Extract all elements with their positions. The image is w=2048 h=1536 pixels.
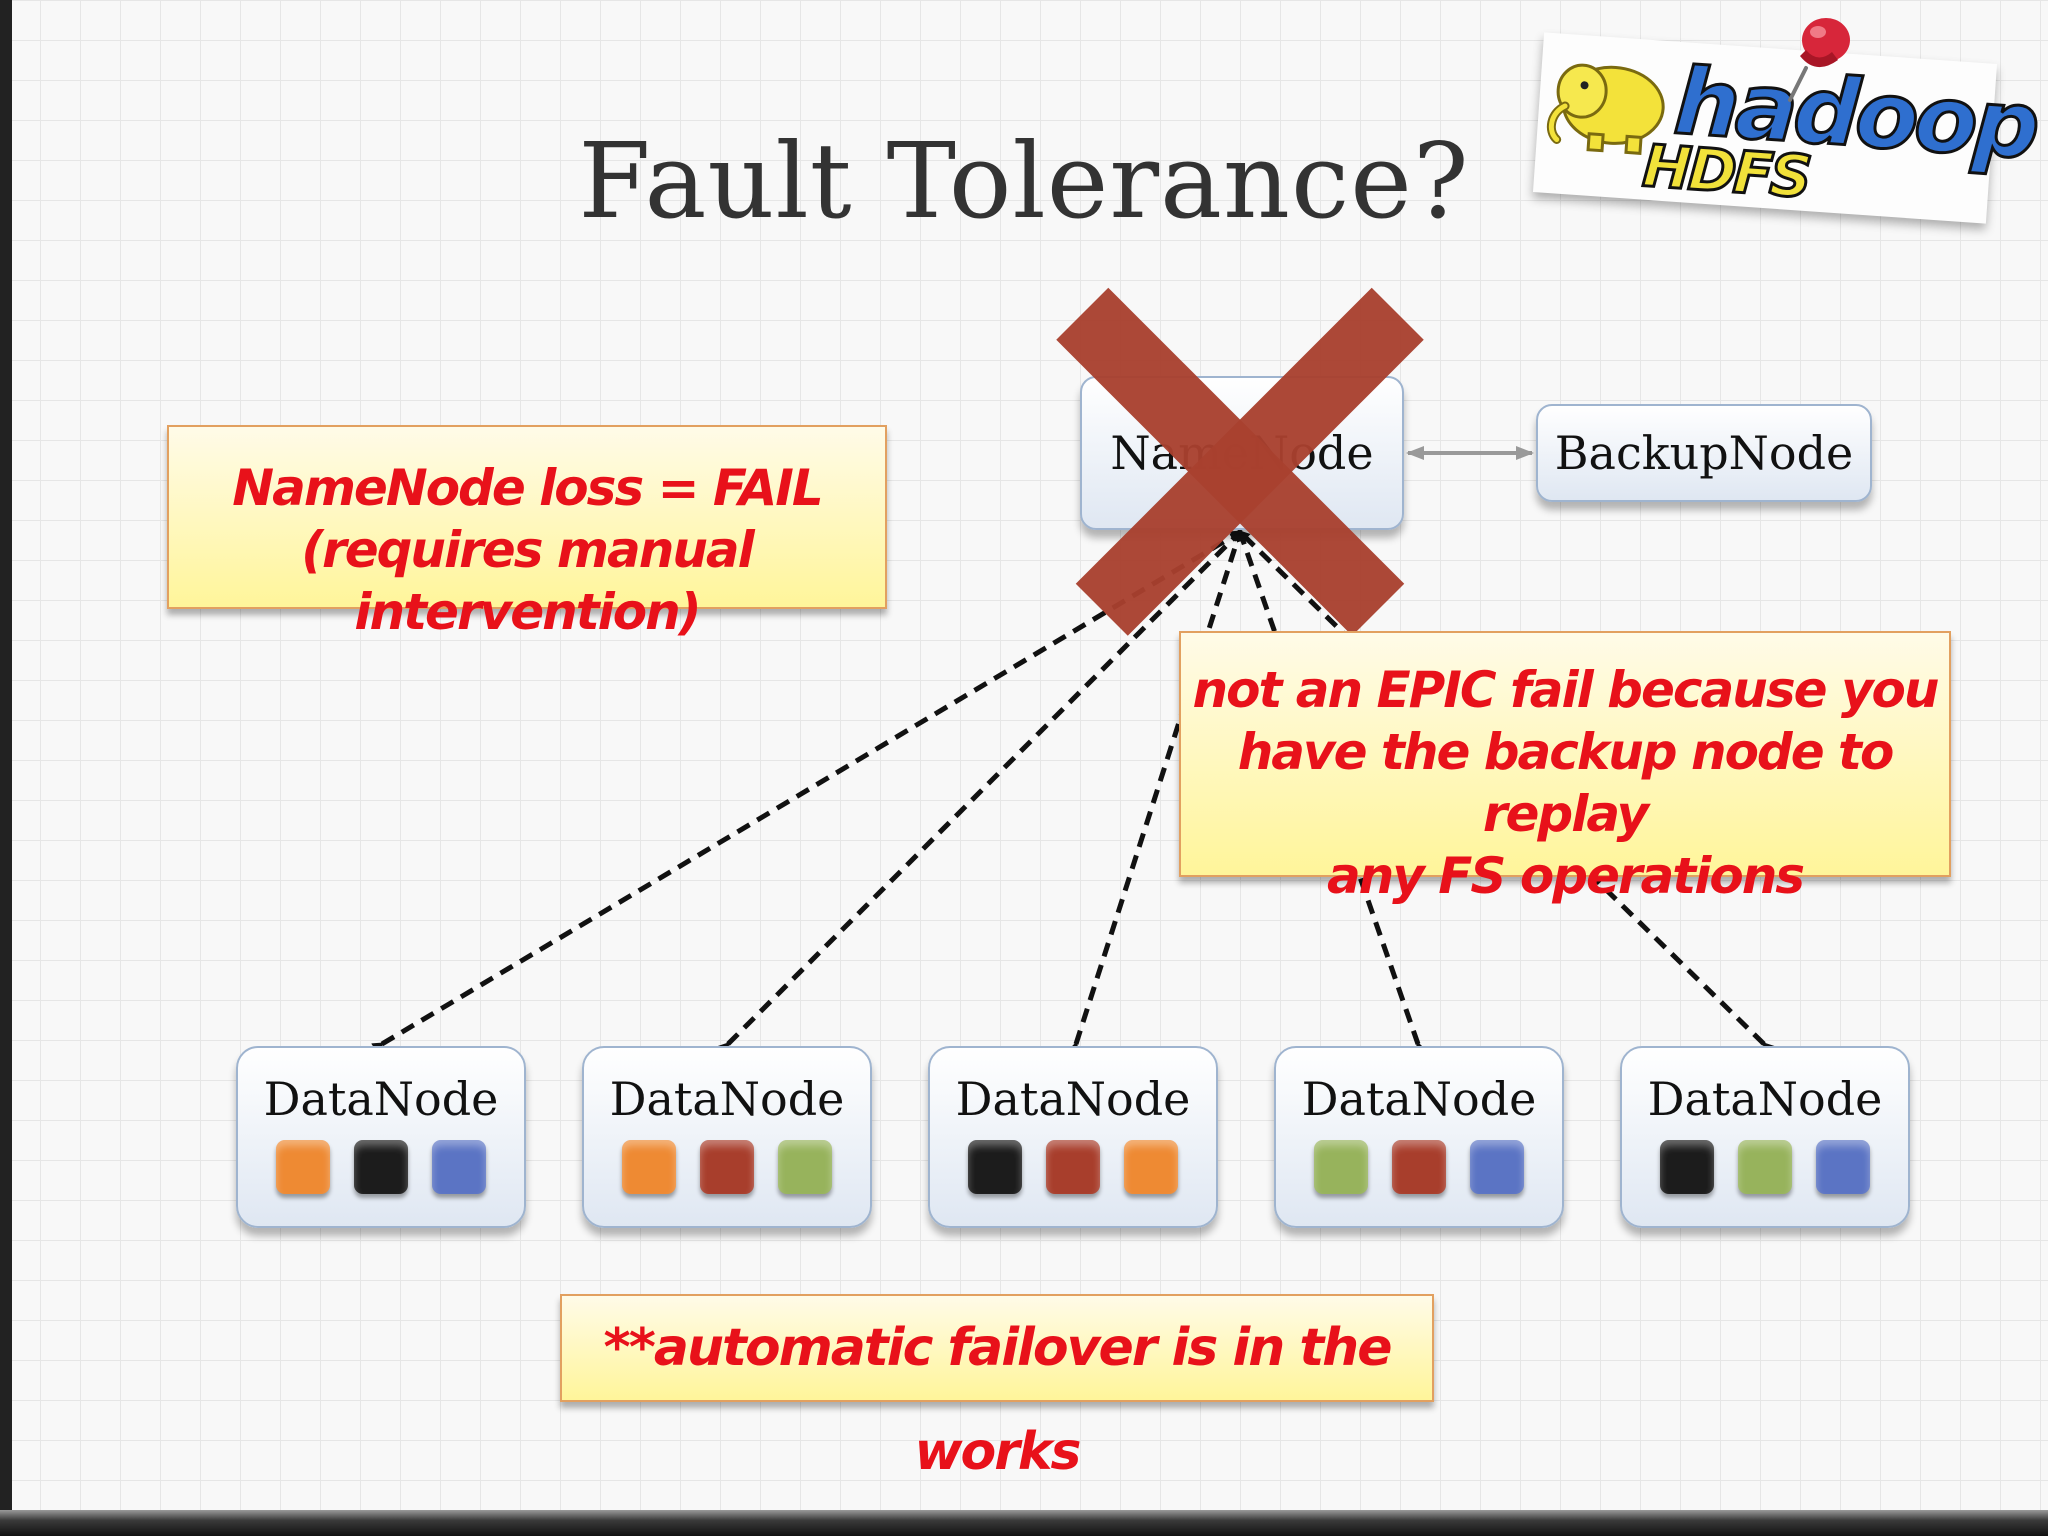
data-block-red bbox=[1046, 1140, 1100, 1194]
hadoop-hdfs-logo: hadoop HDFS bbox=[1532, 32, 2041, 224]
datanode-box[interactable]: DataNode bbox=[236, 1046, 526, 1228]
note-line: have the backup node to replay bbox=[1237, 723, 1895, 843]
data-block-orange bbox=[276, 1140, 330, 1194]
data-block-blue bbox=[1816, 1140, 1870, 1194]
datanode-box[interactable]: DataNode bbox=[582, 1046, 872, 1228]
block-list bbox=[930, 1140, 1216, 1194]
datanode-box[interactable]: DataNode bbox=[928, 1046, 1218, 1228]
backupnode-label: BackupNode bbox=[1554, 426, 1854, 480]
datanode-label: DataNode bbox=[1301, 1072, 1537, 1126]
datanode-label: DataNode bbox=[1647, 1072, 1883, 1126]
data-block-green bbox=[1738, 1140, 1792, 1194]
slide-left-edge bbox=[0, 0, 12, 1536]
data-block-red bbox=[700, 1140, 754, 1194]
data-block-black bbox=[968, 1140, 1022, 1194]
datanode-label: DataNode bbox=[263, 1072, 499, 1126]
block-list bbox=[1276, 1140, 1562, 1194]
note-line: NameNode loss = FAIL bbox=[232, 459, 824, 517]
data-block-green bbox=[1314, 1140, 1368, 1194]
data-block-green bbox=[778, 1140, 832, 1194]
backupnode-box[interactable]: BackupNode bbox=[1536, 404, 1872, 502]
datanode-box[interactable]: DataNode bbox=[1274, 1046, 1564, 1228]
note-namenode-loss: NameNode loss = FAIL (requires manual in… bbox=[167, 425, 887, 641]
note-line: (requires manual intervention) bbox=[301, 521, 755, 641]
datanode-box[interactable]: DataNode bbox=[1620, 1046, 1910, 1228]
data-block-blue bbox=[432, 1140, 486, 1194]
note-line: any FS operations bbox=[1326, 847, 1805, 905]
elephant-icon bbox=[1546, 63, 1665, 155]
data-block-red bbox=[1392, 1140, 1446, 1194]
data-block-orange bbox=[622, 1140, 676, 1194]
slide-title: Fault Tolerance? bbox=[578, 120, 1470, 242]
note-automatic-failover: **automatic failover is in the works bbox=[560, 1294, 1434, 1482]
block-list bbox=[238, 1140, 524, 1194]
namenode-label: NameNode bbox=[1110, 426, 1374, 480]
note-line: not an EPIC fail because you bbox=[1192, 661, 1940, 719]
push-pin-icon bbox=[1788, 18, 1850, 102]
data-block-black bbox=[354, 1140, 408, 1194]
note-backup-replay: not an EPIC fail because you have the ba… bbox=[1179, 631, 1951, 905]
datanode-label: DataNode bbox=[955, 1072, 1191, 1126]
note-line: **automatic failover is in the works bbox=[603, 1318, 1393, 1482]
data-block-black bbox=[1660, 1140, 1714, 1194]
block-list bbox=[1622, 1140, 1908, 1194]
data-block-orange bbox=[1124, 1140, 1178, 1194]
datanode-label: DataNode bbox=[609, 1072, 845, 1126]
data-block-blue bbox=[1470, 1140, 1524, 1194]
namenode-box[interactable]: NameNode bbox=[1080, 376, 1404, 530]
slide-bottom-edge bbox=[0, 1510, 2048, 1536]
block-list bbox=[584, 1140, 870, 1194]
